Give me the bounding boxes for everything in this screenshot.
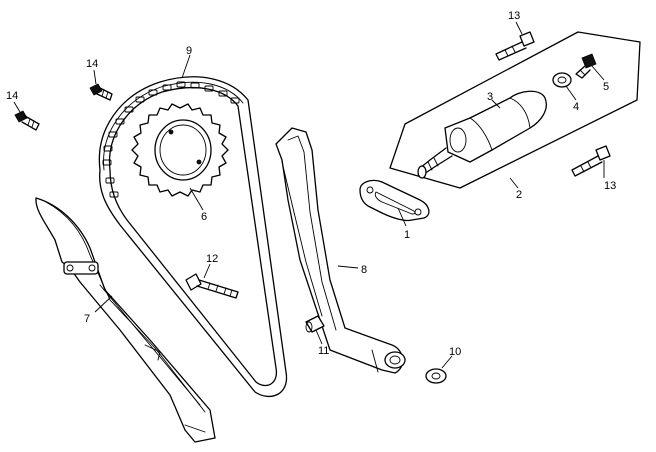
cam-chain bbox=[98, 76, 288, 397]
callout-6: 6 bbox=[201, 211, 207, 223]
callout-12: 12 bbox=[206, 253, 218, 265]
callout-13-upper: 13 bbox=[508, 10, 520, 22]
tensioner-guide bbox=[275, 127, 406, 374]
callout-2: 2 bbox=[516, 189, 522, 201]
dowel-pin bbox=[305, 315, 325, 333]
tensioner-assembly-outline bbox=[389, 31, 641, 189]
bolt-13-lower bbox=[571, 145, 611, 177]
cam-sprocket bbox=[131, 103, 229, 197]
callout-10: 10 bbox=[449, 346, 461, 358]
bolt-5 bbox=[575, 53, 597, 79]
callout-14-lower: 14 bbox=[6, 90, 18, 102]
washer-10 bbox=[425, 368, 447, 384]
tensioner-body bbox=[417, 90, 547, 179]
callout-7: 7 bbox=[84, 313, 90, 325]
bolt-14-lower bbox=[14, 110, 40, 131]
gasket bbox=[359, 179, 430, 222]
callout-8: 8 bbox=[361, 264, 367, 276]
callout-14-upper: 14 bbox=[86, 58, 98, 70]
callout-11: 11 bbox=[318, 345, 329, 357]
bolt-12 bbox=[185, 273, 239, 299]
callout-13-lower: 13 bbox=[604, 180, 616, 192]
callout-1: 1 bbox=[404, 229, 410, 241]
callout-3: 3 bbox=[487, 91, 493, 103]
callout-4: 4 bbox=[573, 101, 579, 113]
washer bbox=[552, 72, 572, 88]
bolt-14-upper bbox=[89, 83, 113, 101]
callout-9: 9 bbox=[186, 45, 192, 57]
callout-labels: 1 2 3 4 5 6 7 8 9 10 11 12 13 13 14 14 bbox=[6, 10, 616, 358]
callout-5: 5 bbox=[603, 81, 609, 93]
bolt-13-upper bbox=[495, 31, 535, 61]
chain-guide bbox=[35, 197, 216, 443]
leader-lines bbox=[13, 21, 605, 369]
